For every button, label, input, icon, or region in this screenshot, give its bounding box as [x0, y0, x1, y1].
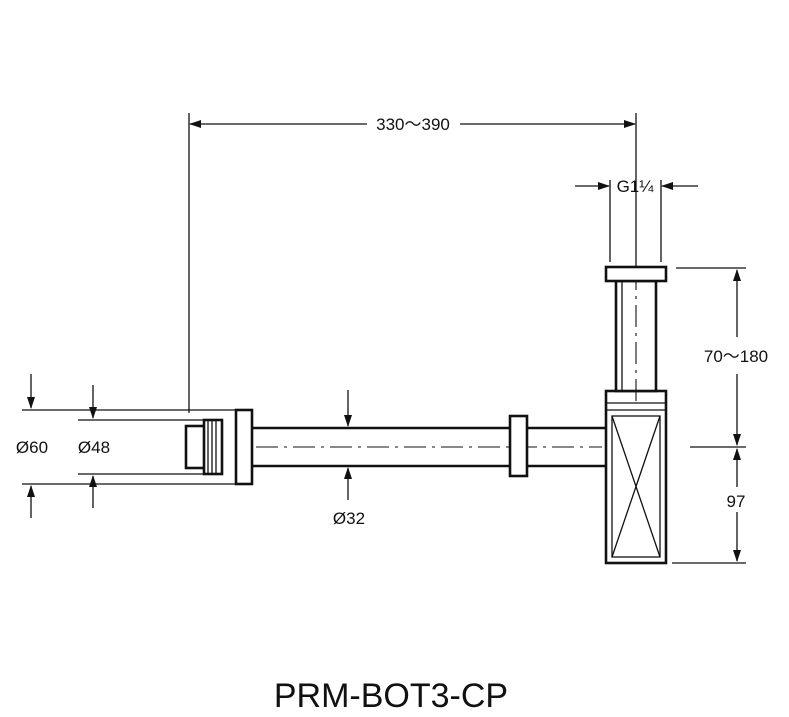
- trap-body: [604, 389, 668, 565]
- inner-diameter-label: Ø48: [78, 438, 110, 457]
- wall-flange: [184, 408, 254, 486]
- dimension-pipe-diameter: Ø32: [333, 390, 365, 528]
- trap-height-label: 97: [727, 492, 746, 511]
- model-title: PRM-BOT3-CP: [274, 677, 508, 715]
- pipe-diameter-label: Ø32: [333, 509, 365, 528]
- outer-diameter-label: Ø60: [16, 438, 48, 457]
- overall-length-label: 330～390: [376, 115, 450, 134]
- tailpiece: [604, 265, 668, 404]
- horizontal-pipe: [252, 426, 606, 468]
- height-adjust-label: 70～180: [704, 347, 768, 366]
- dimension-height-adjust: 70～180: [676, 267, 768, 448]
- dimension-trap-height: 97: [672, 448, 746, 564]
- pipe-nut: [508, 414, 529, 478]
- dimension-thread: G1¼: [575, 177, 698, 262]
- dimension-inner-diameter: Ø48: [78, 385, 204, 508]
- thread-label: G1¼: [617, 177, 655, 196]
- dimension-overall-length: 330～390: [188, 113, 637, 413]
- dimension-outer-diameter: Ø60: [16, 374, 238, 518]
